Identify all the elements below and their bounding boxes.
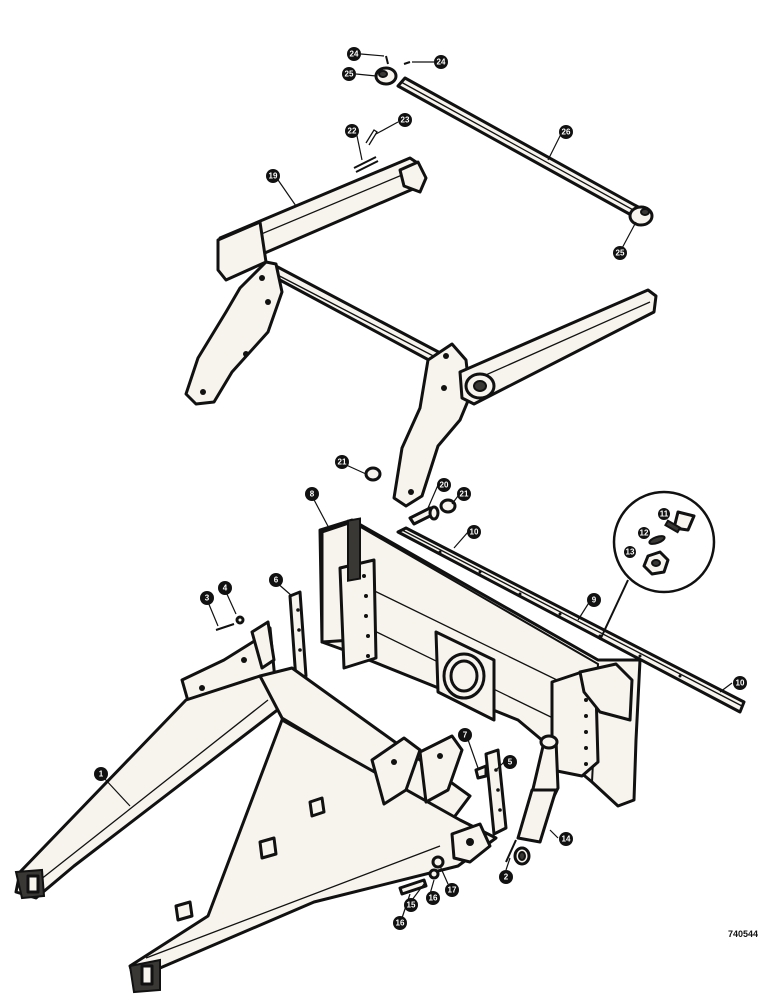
svg-text:22: 22 (348, 127, 357, 136)
leader-lines (103, 53, 733, 919)
pivot-pin (408, 505, 440, 526)
svg-text:25: 25 (616, 249, 625, 258)
callout-14: 14 (559, 832, 573, 846)
callout-24-top: 24 (347, 47, 361, 61)
washer-4 (235, 615, 245, 625)
svg-text:13: 13 (626, 548, 635, 557)
callout-1: 1 (94, 767, 108, 781)
callout-21-right: 21 (457, 487, 471, 501)
screw-3 (215, 623, 235, 631)
callout-15: 15 (404, 898, 418, 912)
svg-text:8: 8 (310, 490, 315, 499)
tilt-cylinder (513, 734, 560, 866)
svg-text:10: 10 (470, 528, 479, 537)
callout-19: 19 (266, 169, 280, 183)
svg-text:24: 24 (350, 50, 359, 59)
callout-3: 3 (200, 591, 214, 605)
callout-21-left: 21 (335, 455, 349, 469)
washer-1 (364, 466, 382, 482)
svg-text:16: 16 (429, 894, 438, 903)
callout-22: 22 (345, 124, 359, 138)
callout-7: 7 (458, 728, 472, 742)
svg-text:6: 6 (274, 576, 279, 585)
push-frame-plate (318, 517, 642, 808)
svg-text:2: 2 (504, 873, 509, 882)
callout-13: 13 (624, 546, 636, 558)
callout-4: 4 (218, 581, 232, 595)
svg-text:21: 21 (460, 490, 469, 499)
svg-text:15: 15 (407, 901, 416, 910)
cotter-pin (365, 129, 378, 146)
hitch-clip (431, 855, 445, 869)
drawing-number: 740544 (728, 929, 758, 939)
svg-text:9: 9 (592, 596, 597, 605)
svg-text:26: 26 (562, 128, 571, 137)
callout-26: 26 (559, 125, 573, 139)
callout-8: 8 (305, 487, 319, 501)
svg-text:5: 5 (508, 758, 513, 767)
svg-text:7: 7 (463, 731, 468, 740)
svg-text:19: 19 (269, 172, 278, 181)
pin-2 (505, 839, 517, 863)
svg-text:23: 23 (401, 116, 410, 125)
hinge-strap-left (288, 590, 308, 682)
callouts: 24 24 25 26 25 22 23 19 21 20 21 8 10 9 … (94, 47, 747, 930)
washer-2 (439, 498, 457, 514)
svg-text:14: 14 (562, 835, 571, 844)
grease-fitting (474, 764, 488, 780)
callout-2: 2 (499, 870, 513, 884)
cross-shaft (396, 76, 642, 218)
callout-11: 11 (658, 508, 670, 520)
hitch-washer (428, 868, 440, 880)
callout-16-lower: 16 (393, 916, 407, 930)
svg-text:12: 12 (640, 529, 649, 538)
svg-text:25: 25 (345, 70, 354, 79)
svg-text:1: 1 (99, 770, 104, 779)
svg-text:20: 20 (440, 481, 449, 490)
callout-23: 23 (398, 113, 412, 127)
callout-12: 12 (638, 527, 650, 539)
svg-text:24: 24 (437, 58, 446, 67)
upper-frame-assembly (184, 156, 658, 508)
svg-text:16: 16 (396, 919, 405, 928)
svg-text:3: 3 (205, 594, 210, 603)
svg-text:10: 10 (736, 679, 745, 688)
bushing-top (374, 66, 398, 86)
svg-text:21: 21 (338, 458, 347, 467)
pin (353, 156, 379, 173)
callout-25-top: 25 (342, 67, 356, 81)
bushing-bottom (628, 205, 654, 227)
callout-17: 17 (445, 883, 459, 897)
set-screw-2 (403, 61, 411, 65)
svg-text:4: 4 (223, 584, 228, 593)
svg-text:11: 11 (660, 510, 669, 519)
callout-6: 6 (269, 573, 283, 587)
callout-20: 20 (437, 478, 451, 492)
hitch-pin (398, 878, 428, 896)
callout-25-bottom: 25 (613, 246, 627, 260)
cutting-edge (396, 526, 746, 714)
set-screw-1 (385, 55, 389, 65)
callout-24-right: 24 (434, 55, 448, 69)
bolt-detail-circle (599, 490, 716, 641)
callout-10: 10 (467, 525, 481, 539)
svg-text:17: 17 (448, 886, 457, 895)
callout-5: 5 (503, 755, 517, 769)
callout-10-right: 10 (733, 676, 747, 690)
callout-16-upper: 16 (426, 891, 440, 905)
callout-9: 9 (587, 593, 601, 607)
main-frame (14, 620, 498, 994)
